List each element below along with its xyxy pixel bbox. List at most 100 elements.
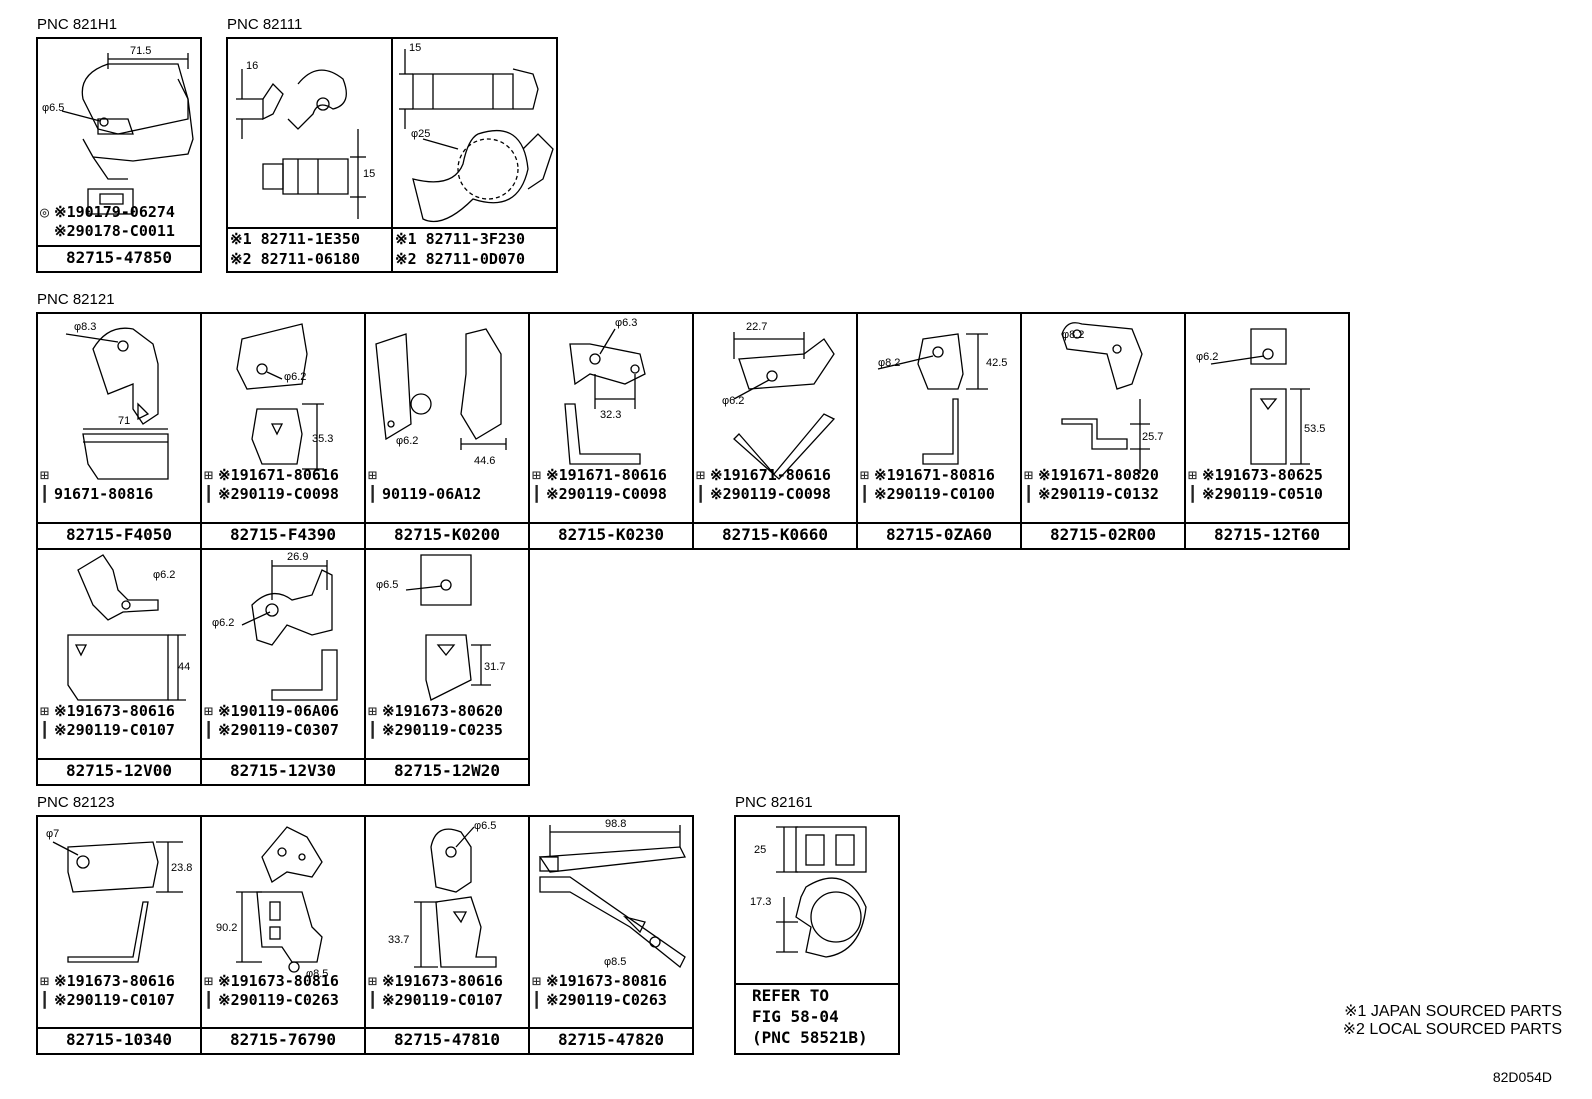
bracket-drawing: φ6.5 31.7 <box>376 554 505 701</box>
fastener-japan: ※191673-80625 <box>1202 466 1323 484</box>
fastener-japan: ※190179-06274 <box>54 203 175 221</box>
part-cell-82715-k0230[interactable]: φ6.3 32.3 ⊞※191671-80616 ┃※290119-C0098 … <box>528 312 694 550</box>
bracket-drawing: φ6.2 44 <box>67 554 190 701</box>
section-label-82123: PNC 82123 <box>37 794 115 811</box>
svg-text:23.8: 23.8 <box>171 862 192 874</box>
part-cell-82715-10340[interactable]: φ7 23.8 ⊞※191673-80616 ┃※290119-C0107 82… <box>36 815 202 1055</box>
bracket-drawing: φ8.3 71 <box>65 321 169 480</box>
part-number[interactable]: 82715-12T60 <box>1186 522 1348 548</box>
part-cell-82711-3f230[interactable]: 15 φ25 ※1 82711-3F230 ※2 82711-0D070 <box>391 37 558 273</box>
part-cell-82715-47810[interactable]: φ6.5 33.7 ⊞※191673-80616 ┃※290119-C0107 … <box>364 815 530 1055</box>
svg-text:15: 15 <box>409 42 421 54</box>
part-number[interactable]: 82715-76790 <box>202 1027 364 1053</box>
nut-icon: ◎ <box>40 203 50 221</box>
figure-code: 82D054D <box>1492 1069 1552 1085</box>
fastener-local: ※290119-C0098 <box>546 485 667 503</box>
svg-text:φ6.5: φ6.5 <box>376 579 398 591</box>
svg-text:φ6.5: φ6.5 <box>42 102 64 114</box>
bracket-drawing: 98.8 φ8.5 <box>538 818 686 969</box>
part-cell-82711-1e350[interactable]: 16 15 ※1 82711-1E350 ※2 82711-06180 <box>226 37 393 273</box>
part-number[interactable]: 82715-K0660 <box>694 522 856 548</box>
part-cell-82715-k0660[interactable]: 22.7 φ6.2 ⊞※191671-80616 ┃※290119-C0098 … <box>692 312 858 550</box>
fastener-japan: ※191671-80816 <box>874 466 995 484</box>
part-cell-82715-12v00[interactable]: φ6.2 44 ⊞※191673-80616 ┃※290119-C0107 82… <box>36 548 202 786</box>
part-number[interactable]: 82715-47810 <box>366 1027 528 1053</box>
fastener: 90119-06A12 <box>382 485 482 503</box>
bracket-drawing: 26.9 φ6.2 <box>212 551 338 701</box>
svg-text:44.6: 44.6 <box>474 455 495 467</box>
fastener-local: ※290119-C0098 <box>710 485 831 503</box>
svg-text:32.3: 32.3 <box>600 409 621 421</box>
bolt-icon: ⊞ <box>1024 466 1034 484</box>
part-cell-82715-12t60[interactable]: φ6.2 53.5 ⊞※191673-80625 ┃※290119-C0510 … <box>1184 312 1350 550</box>
bolt-icon: ⊞ <box>204 972 214 990</box>
part-cell-82161[interactable]: 25 17.3 REFER TO FIG 58-04 (PNC 58521B) <box>734 815 900 1055</box>
bracket-drawing: φ7 23.8 <box>46 828 192 963</box>
svg-text:71: 71 <box>118 415 130 427</box>
reference-line-2[interactable]: FIG 58-04 <box>752 1007 839 1026</box>
section-label-82111: PNC 82111 <box>227 16 303 33</box>
part-cell-82715-k0200[interactable]: φ6.2 44.6 ⊞ ┃90119-06A12 82715-K0200 <box>364 312 530 550</box>
part-number[interactable]: 82715-0ZA60 <box>858 522 1020 548</box>
fastener-japan: ※191673-80616 <box>382 972 503 990</box>
fastener-japan: ※191673-80616 <box>54 702 175 720</box>
part-number[interactable]: 82715-12V00 <box>38 758 200 784</box>
part-cell-82715-76790[interactable]: 90.2 φ8.5 ⊞※191673-80816 ┃※290119-C0263 … <box>200 815 366 1055</box>
part-number[interactable]: 82715-K0230 <box>530 522 692 548</box>
fastener-japan: ※191673-80816 <box>218 972 339 990</box>
clip-drawing: 25 17.3 <box>750 826 867 958</box>
part-number[interactable]: 82715-K0200 <box>366 522 528 548</box>
bracket-drawing: 71.5 φ6.5 <box>42 45 194 215</box>
reference-line-3: (PNC 58521B) <box>752 1028 868 1047</box>
part-cell-82715-12w20[interactable]: φ6.5 31.7 ⊞※191673-80620 ┃※290119-C0235 … <box>364 548 530 786</box>
bolt-icon: ⊞ <box>368 466 378 484</box>
part-cell-82715-0za60[interactable]: φ8.2 42.5 ⊞※191671-80816 ┃※290119-C0100 … <box>856 312 1022 550</box>
fastener-local: ※290178-C0011 <box>54 222 175 240</box>
svg-text:φ8.3: φ8.3 <box>74 321 96 333</box>
part-number[interactable]: 82715-12W20 <box>366 758 528 784</box>
part-number[interactable]: 82715-12V30 <box>202 758 364 784</box>
part-cell-82715-12v30[interactable]: 26.9 φ6.2 ⊞※190119-06A06 ┃※290119-C0307 … <box>200 548 366 786</box>
part-number[interactable]: 82715-F4390 <box>202 522 364 548</box>
svg-text:φ8.5: φ8.5 <box>306 968 328 980</box>
bolt-icon: ⊞ <box>204 702 214 720</box>
part-number[interactable]: 82715-47820 <box>530 1027 692 1053</box>
svg-text:16: 16 <box>246 60 258 72</box>
svg-text:25: 25 <box>754 844 766 856</box>
bolt-icon: ⊞ <box>696 466 706 484</box>
fastener-local: ※290119-C0307 <box>218 721 339 739</box>
fastener-japan: ※191671-80616 <box>710 466 831 484</box>
part-cell-82715-47850[interactable]: 71.5 φ6.5 ◎※190179-06274 ※290178-C0011 8… <box>36 37 202 273</box>
part-cell-82715-f4050[interactable]: φ8.3 71 ⊞ ┃91671-80816 82715-F4050 <box>36 312 202 550</box>
part-number-japan[interactable]: ※1 82711-1E350 <box>230 230 360 248</box>
bolt-icon: ⊞ <box>532 972 542 990</box>
part-cell-82715-f4390[interactable]: φ6.2 35.3 ⊞※191671-80616 ┃※290119-C0098 … <box>200 312 366 550</box>
bracket-drawing: φ8.2 25.7 <box>1061 322 1163 474</box>
svg-text:15: 15 <box>363 168 375 180</box>
part-cell-82715-47820[interactable]: 98.8 φ8.5 ⊞※191673-80816 ┃※290119-C0263 … <box>528 815 694 1055</box>
fastener-local: ※290119-C0100 <box>874 485 995 503</box>
part-number-local[interactable]: ※2 82711-0D070 <box>395 250 525 268</box>
fastener-local: ※290119-C0107 <box>54 721 175 739</box>
svg-text:31.7: 31.7 <box>484 661 505 673</box>
clip-drawing: 16 15 <box>236 60 375 219</box>
part-number-japan[interactable]: ※1 82711-3F230 <box>395 230 525 248</box>
part-number[interactable]: 82715-F4050 <box>38 522 200 548</box>
fastener-local: ※290119-C0235 <box>382 721 503 739</box>
part-number[interactable]: 82715-10340 <box>38 1027 200 1053</box>
part-cell-82715-02r00[interactable]: φ8.2 25.7 ⊞※191671-80820 ┃※290119-C0132 … <box>1020 312 1186 550</box>
bolt-icon: ⊞ <box>40 972 50 990</box>
fastener-japan: ※191671-80616 <box>546 466 667 484</box>
part-number[interactable]: 82715-02R00 <box>1022 522 1184 548</box>
part-number-local[interactable]: ※2 82711-06180 <box>230 250 360 268</box>
bolt-icon: ⊞ <box>40 466 50 484</box>
bracket-drawing: 22.7 φ6.2 <box>722 321 836 480</box>
svg-text:φ6.2: φ6.2 <box>722 395 744 407</box>
svg-text:26.9: 26.9 <box>287 551 308 563</box>
section-label-82161: PNC 82161 <box>735 794 813 811</box>
fastener: 91671-80816 <box>54 485 154 503</box>
svg-text:φ6.5: φ6.5 <box>474 820 496 832</box>
svg-text:φ6.2: φ6.2 <box>1196 351 1218 363</box>
bolt-icon: ⊞ <box>204 466 214 484</box>
part-number[interactable]: 82715-47850 <box>38 245 200 271</box>
